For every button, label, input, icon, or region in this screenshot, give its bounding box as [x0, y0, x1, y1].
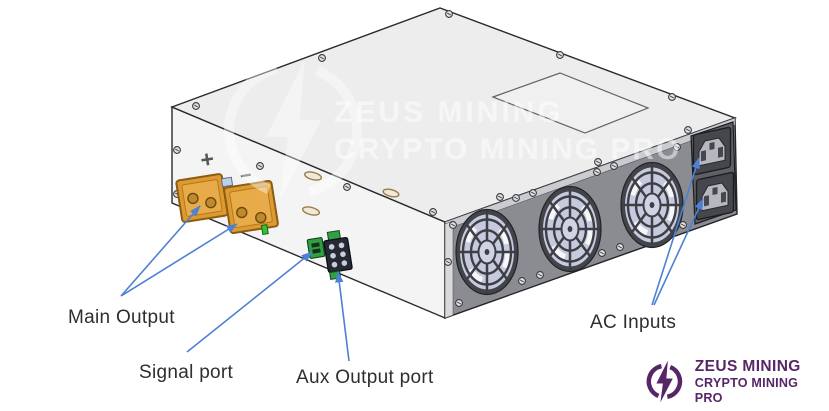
status-led [260, 224, 269, 235]
terminal-clip [220, 176, 234, 188]
arrow-aux-output [335, 271, 350, 362]
vent-slots [302, 171, 400, 216]
zeus-lightning-bolt-icon [646, 360, 683, 403]
fan-1 [456, 210, 518, 295]
ac-inlet-2 [695, 171, 735, 221]
annotation-arrows [120, 157, 704, 362]
signal-port-connector [306, 237, 326, 259]
label-main-output: Main Output [68, 307, 175, 328]
terminal-positive [175, 173, 229, 223]
arrow-main-output-1 [120, 205, 201, 297]
brand-logo: ZEUS MINING CRYPTO MINING PRO [641, 357, 829, 406]
arrow-ac-input-2 [653, 198, 704, 306]
terminal-negative [223, 179, 279, 235]
ac-inlet-1 [692, 126, 732, 176]
polarity-plus-marking: + [198, 145, 215, 173]
brand-tagline: CRYPTO MINING PRO [694, 375, 799, 405]
label-ac-inputs: AC Inputs [590, 312, 677, 333]
brand-name: ZEUS MINING [694, 357, 801, 375]
label-signal-port: Signal port [139, 362, 234, 383]
aux-output-connector [323, 229, 353, 281]
polarity-minus-marking: − [239, 164, 254, 188]
main-output-terminals [175, 173, 279, 235]
top-label-recess [491, 72, 650, 134]
arrow-main-output-2 [120, 223, 238, 297]
arrow-ac-input-1 [651, 157, 700, 306]
arrow-signal-port [186, 251, 313, 353]
label-aux-output-port: Aux Output port [296, 367, 434, 388]
fan-2 [539, 187, 601, 272]
watermark-bolt-icon [224, 59, 362, 201]
